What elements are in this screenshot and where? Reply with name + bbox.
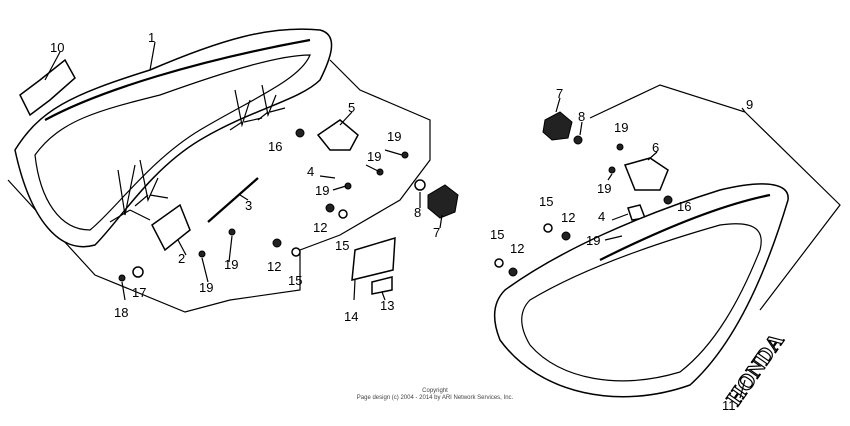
leader-lines bbox=[44, 41, 746, 399]
washer bbox=[414, 179, 426, 191]
callout: 19 bbox=[224, 257, 238, 272]
callout: 3 bbox=[245, 198, 252, 213]
callout: 12 bbox=[313, 220, 327, 235]
callout: 19 bbox=[586, 233, 600, 248]
callout: 15 bbox=[288, 273, 302, 288]
callout: 10 bbox=[50, 40, 64, 55]
copyright-line: Copyright bbox=[422, 388, 448, 394]
hinge-left bbox=[316, 119, 359, 151]
callout: 19 bbox=[367, 149, 381, 164]
callout: 19 bbox=[387, 129, 401, 144]
callout: 12 bbox=[267, 259, 281, 274]
knob-right bbox=[542, 111, 573, 141]
fasteners bbox=[118, 128, 673, 282]
callout: 19 bbox=[315, 183, 329, 198]
callout: 9 bbox=[746, 97, 753, 112]
label-plate bbox=[351, 236, 396, 281]
copyright-line: Page design (c) 2004 - 2014 by ARI Netwo… bbox=[356, 395, 514, 401]
knob-left bbox=[427, 184, 459, 219]
callout: 5 bbox=[348, 100, 355, 115]
callout: 4 bbox=[598, 209, 605, 224]
callout: 18 bbox=[114, 305, 128, 320]
left-cover-inner bbox=[34, 54, 311, 231]
copyright-notice: Copyright Page design (c) 2004 - 2014 by… bbox=[330, 388, 540, 402]
callout: 12 bbox=[510, 241, 524, 256]
callout: 4 bbox=[307, 164, 314, 179]
callout: 7 bbox=[433, 225, 440, 240]
callout: 19 bbox=[614, 120, 628, 135]
callout: 16 bbox=[677, 199, 691, 214]
callout: 15 bbox=[490, 227, 504, 242]
callout: 11 bbox=[722, 398, 736, 413]
callout: 19 bbox=[597, 181, 611, 196]
rod bbox=[207, 177, 259, 223]
right-cover-outer bbox=[493, 183, 789, 398]
callout: 14 bbox=[344, 309, 358, 324]
callout: 6 bbox=[652, 140, 659, 155]
small-plate bbox=[371, 276, 393, 295]
right-cover-inner bbox=[521, 223, 762, 382]
callout: 17 bbox=[132, 285, 146, 300]
callout: 2 bbox=[178, 251, 185, 266]
hinge-right bbox=[623, 157, 669, 191]
callout: 15 bbox=[539, 194, 553, 209]
callout: 7 bbox=[556, 86, 563, 101]
left-cover-outer bbox=[14, 28, 333, 248]
callout: 15 bbox=[335, 238, 349, 253]
callout: 1 bbox=[148, 30, 155, 45]
callout: 13 bbox=[380, 298, 394, 313]
callout: 19 bbox=[199, 280, 213, 295]
callout: 8 bbox=[578, 109, 585, 124]
right-cover-rim bbox=[599, 193, 771, 261]
callout: 12 bbox=[561, 210, 575, 225]
callout-numbers: 10 1 5 16 19 19 4 19 3 12 15 8 7 2 19 19… bbox=[50, 30, 753, 413]
cover-studs bbox=[109, 84, 286, 223]
left-group-boundary bbox=[7, 59, 431, 313]
bracket-left bbox=[151, 203, 191, 252]
left-cover-rim bbox=[44, 38, 311, 121]
callout: 16 bbox=[268, 139, 282, 154]
callout: 8 bbox=[414, 205, 421, 220]
gasket bbox=[19, 58, 76, 117]
